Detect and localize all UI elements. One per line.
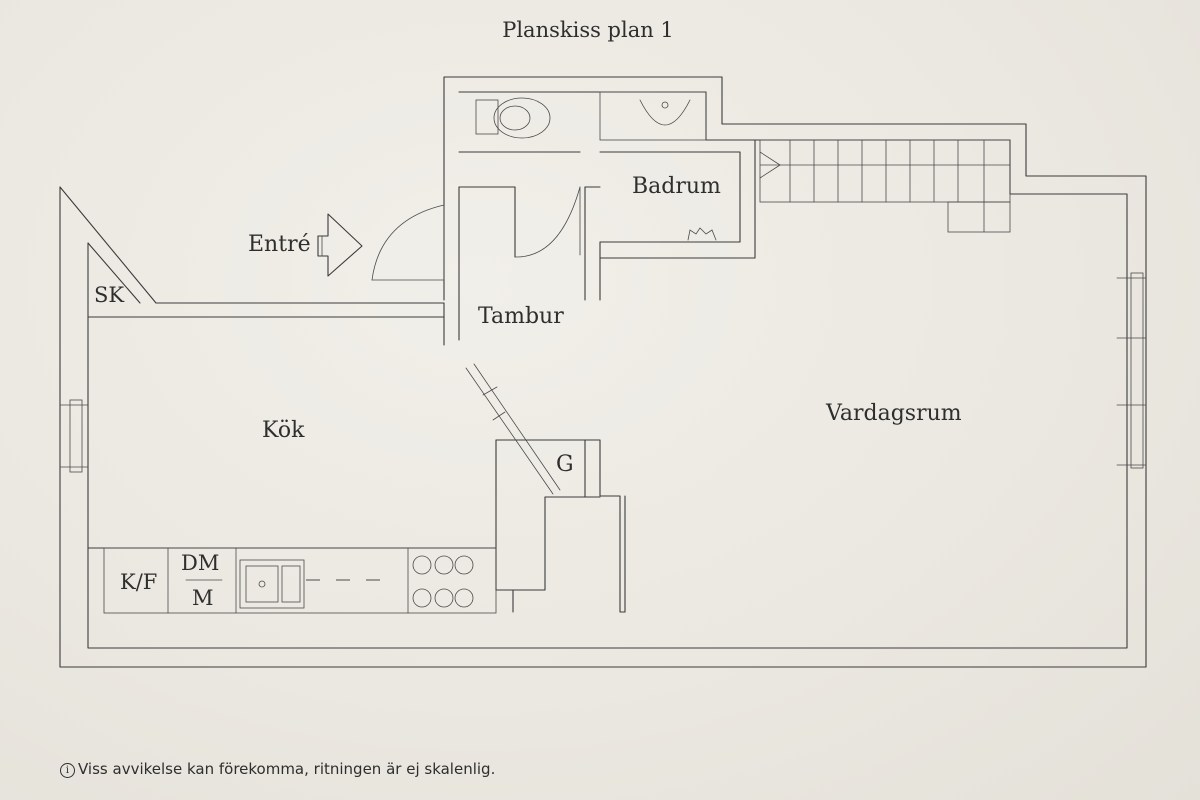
sink-icon — [599, 91, 707, 141]
disclaimer-text: Viss avvikelse kan förekomma, ritningen … — [78, 760, 496, 778]
label-dm: DM — [181, 551, 219, 575]
room-label-tambur: Tambur — [478, 304, 564, 329]
entry-arrow-icon — [317, 213, 363, 277]
sink-basin-icon — [239, 559, 305, 609]
bathroom-walls — [458, 139, 756, 341]
staircase — [759, 139, 1011, 233]
window-right — [1116, 272, 1147, 469]
label-kf: K/F — [120, 570, 157, 594]
room-label-sk: SK — [94, 283, 124, 307]
label-m: M — [192, 586, 214, 610]
info-icon: i — [60, 763, 75, 778]
bathroom-door — [514, 186, 581, 258]
kitchen-counter — [103, 547, 497, 614]
plan-title: Planskiss plan 1 — [502, 18, 674, 42]
stove-icon — [412, 555, 474, 608]
inner-walls — [87, 439, 626, 613]
outer-walls — [59, 76, 1147, 668]
room-label-badrum: Badrum — [632, 174, 721, 199]
room-label-g: G — [556, 452, 574, 477]
room-label-entre: Entré — [248, 232, 311, 257]
room-label-vardagsrum: Vardagsrum — [825, 401, 962, 426]
toilet-icon — [475, 97, 551, 139]
entry-door — [371, 204, 445, 281]
floor-drain-icon — [687, 227, 717, 241]
room-label-kok: Kök — [262, 418, 305, 443]
window-left — [59, 399, 89, 473]
folding-door — [465, 363, 561, 495]
